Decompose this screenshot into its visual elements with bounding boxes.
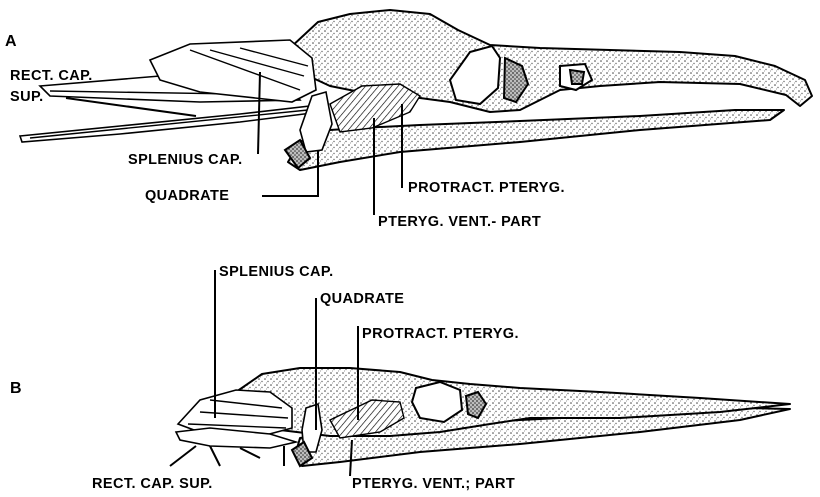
label-splenius-b: SPLENIUS CAP. [219,264,334,280]
label-protract-b: PROTRACT. PTERYG. [362,326,519,342]
label-quadrate-a: QUADRATE [145,188,229,204]
label-rect-cap-a-line2: SUP. [10,89,44,105]
panel-a-letter: A [5,33,17,50]
nasal-dark-a [570,70,584,84]
panel-b: B SPLENIUS CAP. QUADRATE PROTRACT. PTERY… [10,264,790,492]
label-rect-cap-a-line1: RECT. CAP. [10,68,93,84]
orbit-b [412,382,462,422]
panel-a: A RECT. CAP. SUP. SPLENIUS CAP. [5,10,812,230]
label-quadrate-b: QUADRATE [320,291,404,307]
label-protract-a: PROTRACT. PTERYG. [408,180,565,196]
leader-rect-cap-b [170,446,284,466]
label-pteryg-vent-b: PTERYG. VENT.; PART [352,476,515,492]
panel-b-letter: B [10,380,22,397]
rect-cap-fiber-a2 [30,110,308,138]
label-splenius-a: SPLENIUS CAP. [128,152,243,168]
label-pteryg-vent-a: PTERYG. VENT.- PART [378,214,541,230]
label-rect-cap-b: RECT. CAP. SUP. [92,476,213,492]
